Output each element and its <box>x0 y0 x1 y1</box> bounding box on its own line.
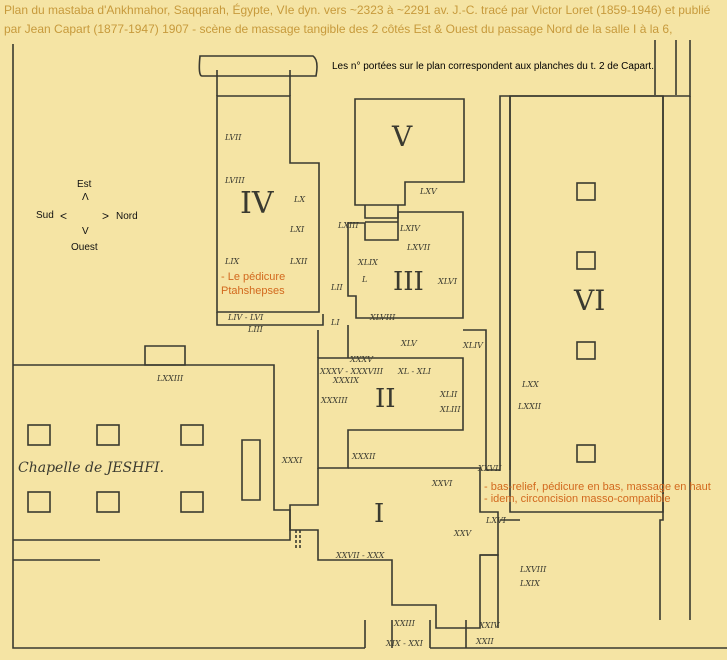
plate-label: XLIV <box>462 341 484 350</box>
annotation-bas-relief: - bas-relief, pédicure en bas, massage e… <box>484 481 711 493</box>
header-line-1: Plan du mastaba d'Ankhmahor, Saqqarah, É… <box>4 3 711 17</box>
outer-wall <box>12 44 727 649</box>
plate-label: LXIII <box>337 221 359 230</box>
plate-label: XLII <box>439 390 458 399</box>
plate-label: LXX <box>521 380 539 389</box>
plate-label: XXII <box>475 637 495 646</box>
room-label-VI: VI <box>573 284 605 317</box>
compass-arrow-down: V <box>82 226 89 237</box>
plate-label: LXVIII <box>519 565 547 574</box>
compass-arrow-up: Λ <box>82 192 89 203</box>
room-V <box>354 98 465 206</box>
plate-label: XLVIII <box>369 313 396 322</box>
room-label-III: III <box>393 267 424 297</box>
plate-label: XXIII <box>393 619 416 628</box>
compass-arrow-left: < <box>60 209 68 223</box>
plate-label: XL - XLI <box>397 367 432 376</box>
plate-label: LII <box>330 283 343 292</box>
plate-label: XXVII <box>477 464 502 473</box>
chapel-label: Chapelle de JESHFI. <box>18 460 164 476</box>
plate-label: XXXV - XXXVIII <box>319 367 384 376</box>
chapel <box>13 364 291 541</box>
room-VI <box>509 95 664 513</box>
plate-label: XXVII - XXX <box>335 551 385 560</box>
plate-label: LXI <box>289 225 305 234</box>
plate-label: LIV - LVI <box>227 313 264 322</box>
compass-arrow-right: > <box>102 209 110 223</box>
plate-label: LVIII <box>224 176 245 185</box>
plate-label: LIX <box>224 257 239 266</box>
plate-label: LXXII <box>517 402 542 411</box>
plate-label: XLIX <box>357 258 378 267</box>
plate-label: L <box>361 275 367 284</box>
plate-label: XIX - XXI <box>385 639 424 648</box>
plate-label: LXIV <box>399 224 421 233</box>
plate-label: LXV <box>419 187 438 196</box>
annotation-idem: - idem, circoncision masso-compatible <box>484 493 671 505</box>
plate-label: LXVI <box>485 516 507 525</box>
plate-label: XXXII <box>351 452 376 461</box>
room-label-IV: IV <box>240 186 275 221</box>
plate-label: LX <box>293 195 305 204</box>
plate-label: LIII <box>247 325 264 334</box>
room-label-V: V <box>391 120 413 153</box>
plate-label: LXII <box>289 257 308 266</box>
plate-label: XXV <box>453 529 472 538</box>
room-III <box>347 211 464 319</box>
plate-label: XXXV <box>349 355 374 364</box>
cap-stone <box>198 55 318 77</box>
shaft <box>654 40 677 95</box>
header-line-2: par Jean Capart (1877-1947) 1907 - scène… <box>4 22 673 36</box>
compass-est: Est <box>77 179 92 190</box>
plate-label: XXXI <box>281 456 303 465</box>
room-label-I: I <box>374 499 384 529</box>
compass-sud: Sud <box>36 210 54 221</box>
annotation-ptahshepses: Ptahshepses <box>221 285 285 297</box>
plate-label: LVII <box>224 133 242 142</box>
plate-label: XXXIII <box>320 396 348 405</box>
plan-note: Les n° portées sur le plan correspondent… <box>332 61 654 72</box>
plate-label: LXVII <box>406 243 431 252</box>
plate-label: XXVI <box>431 479 453 488</box>
plate-label: XLVI <box>437 277 458 286</box>
annotation-pedicure: - Le pédicure <box>221 271 286 283</box>
plate-label: XXIV <box>478 621 501 630</box>
plate-label: LXIX <box>519 579 540 588</box>
plate-label: XXXIX <box>332 376 359 385</box>
room-label-II: II <box>375 384 396 414</box>
plate-label: LI <box>330 318 340 327</box>
compass-nord: Nord <box>116 211 138 222</box>
plate-label: LXXIII <box>156 374 184 383</box>
plate-label: XLIII <box>439 405 461 414</box>
compass-ouest: Ouest <box>71 242 98 253</box>
plate-label: XLV <box>400 339 418 348</box>
